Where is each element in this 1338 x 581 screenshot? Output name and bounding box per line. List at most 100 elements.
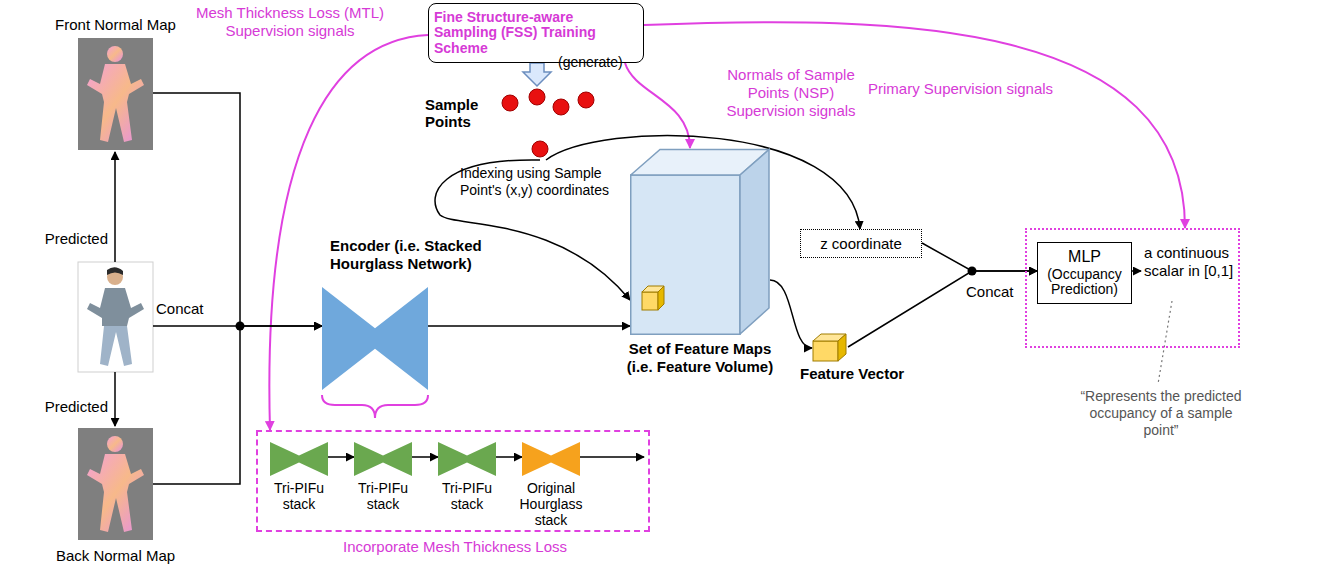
node-text: Front Normal Map — [48, 16, 183, 33]
map-background — [78, 38, 153, 150]
feature-volume: Set of Feature Maps (i.e. Feature Volume… — [630, 148, 770, 335]
node-text: Set of Feature Maps (i.e. Feature Volume… — [615, 340, 785, 376]
connector — [328, 456, 354, 458]
text-slot: Original Hourglass stack — [511, 480, 591, 528]
connector — [848, 271, 1037, 347]
label-slot: Predicted — [40, 230, 108, 247]
jeans — [100, 326, 132, 366]
encoder-hourglass: Encoder (i.e. Stacked Hourglass Network) — [322, 287, 428, 390]
edge-label: Mesh Thickness Loss (MTL) Supervision si… — [183, 4, 397, 40]
edge-label-slot: Mesh Thickness Loss (MTL) Supervision si… — [183, 4, 397, 40]
free-label: Concat — [156, 300, 216, 317]
sample-dot — [578, 92, 594, 108]
connector — [269, 35, 428, 430]
node-text: (Occupancy Prediction) — [1041, 267, 1128, 298]
text-slot: Front Normal Map — [48, 16, 183, 33]
edge-label-slot: Normals of Sample Points (NSP) Supervisi… — [715, 66, 867, 120]
edge-label-slot: Primary Supervision signals — [868, 80, 1098, 97]
feature-vector-cuboid — [812, 333, 848, 362]
text-slot: Tri-PIFu stack — [264, 480, 334, 512]
hourglass-shape — [270, 442, 328, 476]
sample-dot — [529, 89, 545, 105]
feature-volume-cube — [630, 148, 770, 335]
label-slot: Concat — [156, 300, 216, 317]
z-coordinate-box: z coordinate — [800, 229, 922, 258]
jacket — [87, 288, 144, 326]
free-label: Predicted — [40, 398, 108, 415]
concat-wire — [153, 325, 240, 327]
image-node: Back Normal Map — [78, 428, 153, 540]
text-slot: Set of Feature Maps (i.e. Feature Volume… — [615, 340, 785, 376]
hourglass-shape — [522, 442, 580, 476]
body — [87, 64, 144, 142]
text-slot: Tri-PIFu stack — [348, 480, 418, 512]
connector — [496, 456, 522, 458]
map-background — [78, 428, 153, 540]
stack-output-arrow — [578, 456, 644, 458]
node-text: Tri-PIFu stack — [264, 480, 334, 512]
sample-dot — [502, 95, 518, 111]
edge-label-slot: Indexing using Sample Point's (x,y) coor… — [460, 165, 632, 199]
label-slot: “Represents the predicted occupancy of a… — [1075, 388, 1247, 438]
hourglass-shape — [438, 442, 496, 476]
text-slot: Encoder (i.e. Stacked Hourglass Network) — [330, 237, 522, 273]
node-text: z coordinate — [804, 235, 918, 252]
body — [87, 454, 144, 532]
photo-frame — [78, 262, 153, 372]
sample-dot — [532, 141, 548, 157]
label-slot: Concat — [966, 283, 1022, 300]
mtl-group: Incorporate Mesh Thickness LossTri-PIFu … — [256, 430, 650, 532]
node-text: Tri-PIFu stack — [348, 480, 418, 512]
text-slot: Incorporate Mesh Thickness Loss — [258, 538, 652, 555]
free-label: “Represents the predicted occupancy of a… — [1075, 388, 1247, 438]
node-text: Original Hourglass stack — [511, 480, 591, 528]
head — [107, 46, 123, 62]
tri-pifu-stack: Tri-PIFu stack — [438, 442, 496, 476]
leader-line — [1158, 301, 1172, 384]
cuboid-front — [813, 341, 838, 361]
hourglass-fill — [270, 442, 328, 476]
hourglass-shape — [354, 442, 412, 476]
text-slot: Feature Vector — [800, 365, 912, 383]
text-slot: a continuous scalar in [0,1] — [1144, 244, 1240, 280]
connector — [770, 280, 812, 348]
feature-vector: Feature Vector — [812, 333, 848, 362]
feature-cell — [642, 292, 658, 310]
hourglass-fill — [322, 287, 428, 390]
cube-side — [740, 150, 769, 335]
cube-front — [631, 175, 740, 334]
label-slot: Predicted — [40, 398, 108, 415]
free-label: Predicted — [40, 230, 108, 247]
node-text: MLP — [1041, 248, 1128, 266]
connector — [153, 93, 322, 326]
feature-cell-side — [658, 286, 664, 310]
connector — [412, 456, 438, 458]
hourglass-stack: Original Hourglass stack — [522, 442, 580, 476]
text-slot: Back Normal Map — [48, 547, 183, 564]
sample-points — [502, 89, 594, 157]
curly-brace — [322, 395, 428, 418]
node-text: Back Normal Map — [48, 547, 183, 564]
input-photo — [78, 262, 153, 372]
hourglass-fill — [438, 442, 496, 476]
edge-label: Primary Supervision signals — [868, 80, 1098, 97]
text-slot: Sample Points — [425, 97, 485, 130]
node-text: Tri-PIFu stack — [432, 480, 502, 512]
sample-points-group: Sample Points — [420, 86, 596, 160]
text-slot: Tri-PIFu stack — [432, 480, 502, 512]
image-node: Front Normal Map — [78, 38, 153, 150]
normal-map-image — [78, 38, 153, 150]
hourglass-shape — [322, 287, 428, 390]
free-label: Concat — [966, 283, 1022, 300]
node-text: Feature Vector — [800, 365, 912, 383]
connector — [428, 325, 630, 327]
tri-pifu-stack: Tri-PIFu stack — [270, 442, 328, 476]
occupancy-group: a continuous scalar in [0,1] MLP(Occupanc… — [1025, 228, 1240, 348]
mlp-box: MLP(Occupancy Prediction) — [1037, 242, 1132, 304]
connector — [922, 243, 1037, 271]
hair — [107, 267, 123, 275]
generate-arrow — [523, 63, 551, 86]
normal-map-image — [78, 428, 153, 540]
edge-label-slot: (generate) — [558, 54, 642, 70]
